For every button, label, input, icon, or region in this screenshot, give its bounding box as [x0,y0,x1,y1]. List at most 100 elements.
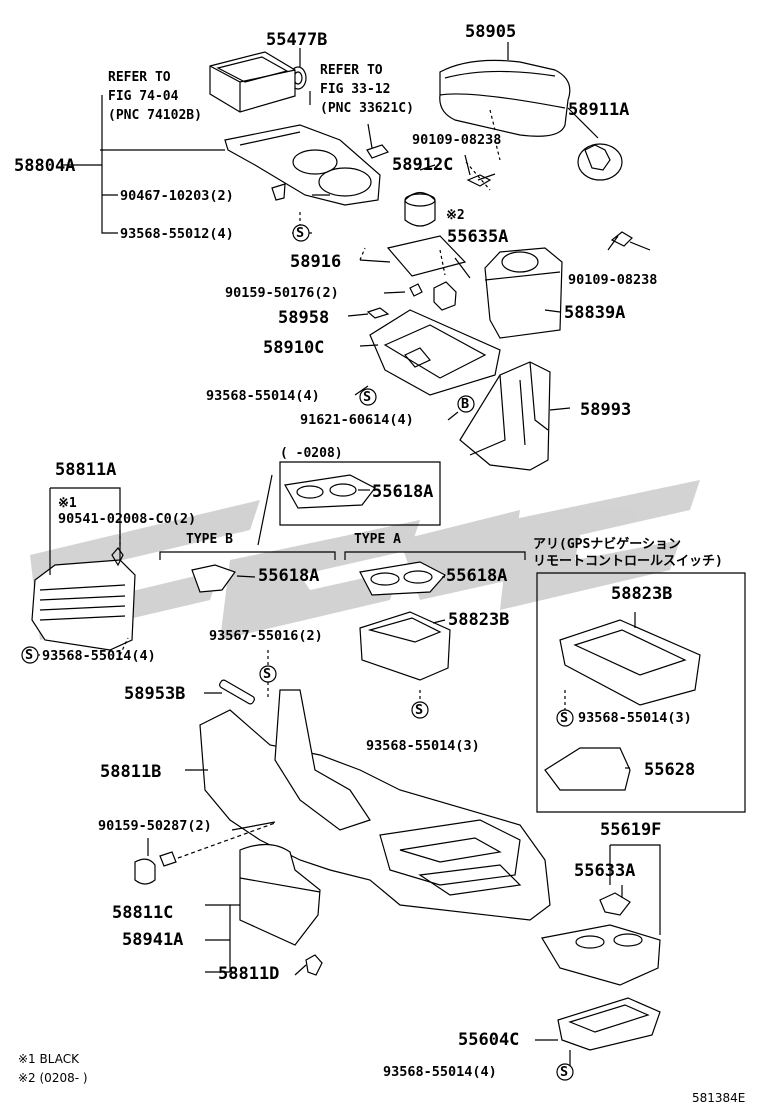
label-58811d[interactable]: 58811D [218,964,280,984]
label-55618a-typea[interactable]: 55618A [446,566,508,586]
box-58823b-left [359,611,451,681]
label-55477b[interactable]: 55477B [266,30,328,50]
label-58941a[interactable]: 58941A [122,930,184,950]
label-93568-55014-c[interactable]: 93568-55014(3) [366,738,480,754]
date-range-note: ( -0208) [280,446,343,461]
label-93568-55014-b[interactable]: 93568-55014(4) [42,648,156,664]
label-55628[interactable]: 55628 [644,760,696,780]
label-58953b[interactable]: 58953B [124,684,186,704]
bolt-90109-b [607,231,633,251]
gps-note-line2: リモートコントロールスイッチ) [533,554,723,569]
stand-58993 [459,361,551,471]
part-55635a [433,281,457,311]
gps-note-line1: アリ(GPSナビゲーション [533,537,682,552]
holder-55618a-typea [359,561,446,596]
label-58804a[interactable]: 58804A [14,156,76,176]
label-58911a[interactable]: 58911A [568,100,630,120]
holder-55618a-typeb [191,564,236,593]
label-93568-55014-e[interactable]: 93568-55014(4) [383,1064,497,1080]
mark-1: ※1 [58,496,77,511]
s-marker-1: S [296,225,305,241]
pad-small [366,144,390,159]
label-58839a[interactable]: 58839A [564,303,626,323]
pad-58916 [386,235,467,277]
date-range-leader [257,474,273,546]
s-marker-5: S [415,702,424,718]
lid-58905-shape [439,59,571,137]
label-55635a[interactable]: 55635A [447,227,509,247]
cap-58912c [404,191,436,227]
type-b-label: TYPE B [186,532,233,547]
refer1-line3: (PNC 74102B) [108,108,202,123]
type-a-bracket [344,551,526,560]
type-a-label: TYPE A [354,532,401,547]
screw-90159-50287 [159,851,177,867]
label-58993[interactable]: 58993 [580,400,632,420]
label-55633a[interactable]: 55633A [574,861,636,881]
box-58823b-right [559,619,701,706]
refer2-line2[interactable]: FIG 33-12 [320,82,391,97]
box-58811a [31,559,136,651]
refer1-line2[interactable]: FIG 74-04 [108,89,179,104]
footnote-2: ※2 (0208- ) [18,1071,88,1085]
label-58916[interactable]: 58916 [290,252,342,272]
label-55619f[interactable]: 55619F [600,820,662,840]
tray-55604c [557,997,661,1051]
label-58811a[interactable]: 58811A [55,460,117,480]
part-58958 [366,307,390,319]
label-90109-08238-a[interactable]: 90109-08238 [412,132,502,148]
s-marker-6: S [560,710,569,726]
clip-58811d [305,954,323,976]
bolt-90109-a [466,173,496,187]
knob-58811c [134,858,156,885]
label-55618a-typeb[interactable]: 55618A [258,566,320,586]
console-58811b [199,689,551,921]
label-93568-55012[interactable]: 93568-55012(4) [120,226,234,242]
label-58905[interactable]: 58905 [465,22,517,42]
label-90159-50287[interactable]: 90159-50287(2) [98,818,212,834]
date-range-box [279,461,441,526]
clip-90467 [271,183,286,201]
label-58811b[interactable]: 58811B [100,762,162,782]
top-box-shape [209,51,296,113]
label-58910c[interactable]: 58910C [263,338,325,358]
footnote-1: ※1 BLACK [18,1052,79,1066]
label-93568-55014-d[interactable]: 93568-55014(3) [578,710,692,726]
part-shapes [30,42,746,1073]
diagram-id: 581384E [692,1091,746,1105]
refer2-line3: (PNC 33621C) [320,101,414,116]
label-93568-55014-a[interactable]: 93568-55014(4) [206,388,320,404]
pocket-58941a [239,843,321,946]
b-marker: B [461,396,470,412]
label-58823b-left[interactable]: 58823B [448,610,510,630]
label-90159-50176[interactable]: 90159-50176(2) [225,285,339,301]
label-58912c[interactable]: 58912C [392,155,454,175]
mat-55628 [544,747,631,791]
box-58839a [484,247,563,339]
s-marker-2: S [363,389,372,405]
refer1-line1: REFER TO [108,70,171,85]
clip-55633a [599,892,631,916]
label-93567-55016[interactable]: 93567-55016(2) [209,628,323,644]
label-90109-08238-b[interactable]: 90109-08238 [568,272,658,288]
label-90541-02008[interactable]: 90541-02008-C0(2) [58,511,197,527]
mark-2: ※2 [446,208,465,223]
type-b-bracket [159,551,336,560]
refer2-line1: REFER TO [320,63,383,78]
label-90467-10203[interactable]: 90467-10203(2) [120,188,234,204]
label-58958[interactable]: 58958 [278,308,330,328]
s-marker-4: S [263,666,272,682]
s-marker-3: S [25,647,34,663]
cylinder-58911a [577,143,623,181]
label-58811c[interactable]: 58811C [112,903,174,923]
label-55604c[interactable]: 55604C [458,1030,520,1050]
bracket-58941a [205,904,231,973]
screw-90541 [111,547,124,567]
s-marker-7: S [560,1064,569,1080]
label-91621-60614[interactable]: 91621-60614(4) [300,412,414,428]
label-55618a-top[interactable]: 55618A [372,482,434,502]
label-58823b-right[interactable]: 58823B [611,584,673,604]
gps-option-box [536,572,746,813]
